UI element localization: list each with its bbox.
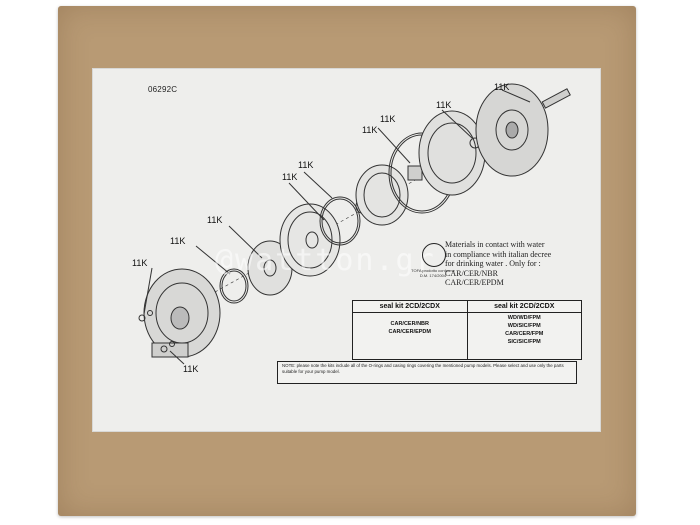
kit-item: WD/WD/FPM [507, 315, 541, 321]
kit-column-right: seal kit 2CD/2CDX WD/WD/FPM WD/SIC/FPM C… [466, 301, 581, 359]
callout-11k: 11K [132, 258, 148, 268]
drinking-water-logo [422, 243, 446, 267]
kit-header: seal kit 2CD/2CDX [467, 301, 581, 313]
callout-11k: 11K [298, 160, 314, 170]
o-ring-2 [319, 196, 361, 246]
mechanical-seal [407, 165, 423, 181]
pump-casing-part [418, 110, 486, 196]
kit-item: SIC/SIC/FPM [507, 339, 541, 345]
callout-11k: 11K [170, 236, 186, 246]
callout-11k: 11K [436, 100, 452, 110]
materials-line: for drinking water . Only for : [445, 259, 541, 269]
callout-11k: 11K [380, 114, 396, 124]
document-code: 06292C [148, 85, 178, 94]
seal-kit-table: seal kit 2CD/2CDX CAR/CER/NBR CAR/CER/EP… [352, 300, 582, 360]
callout-11k: 11K [494, 82, 510, 92]
exploded-view-diagram [138, 83, 571, 365]
materials-line: Materials in contact with water [445, 240, 545, 249]
pump-shaft [541, 88, 571, 109]
kit-item: CAR/CER/NBR [390, 321, 430, 327]
callout-11k: 11K [183, 364, 199, 374]
kit-item: WD/SIC/FPM [507, 323, 541, 329]
kit-header: seal kit 2CD/2CDX [353, 301, 467, 313]
kit-item: CAR/CER/FPM [505, 331, 544, 337]
kit-column-left: seal kit 2CD/2CDX CAR/CER/NBR CAR/CER/EP… [353, 301, 467, 359]
logo-caption: TOFA prodotto conforme D.M. 174/2004 [411, 268, 455, 278]
callout-11k: 11K [282, 172, 298, 182]
materials-notice: Materials in contact with water in compl… [445, 240, 590, 288]
watermark-text: @wattton.gr [215, 243, 436, 278]
callout-11k: 11K [207, 215, 223, 225]
diffuser-part [279, 203, 341, 277]
materials-line: in compliance with italian decree [445, 249, 552, 259]
callout-11k: 11K [362, 125, 378, 135]
kit-item: CAR/CER/EPDM [388, 329, 431, 335]
materials-line: CAR/CER/EPDM [445, 278, 504, 288]
kit-note: NOTE: please note the kits include all o… [277, 361, 577, 384]
materials-line: CAR/CER/NBR [445, 268, 498, 278]
o-ring-1 [219, 268, 249, 304]
